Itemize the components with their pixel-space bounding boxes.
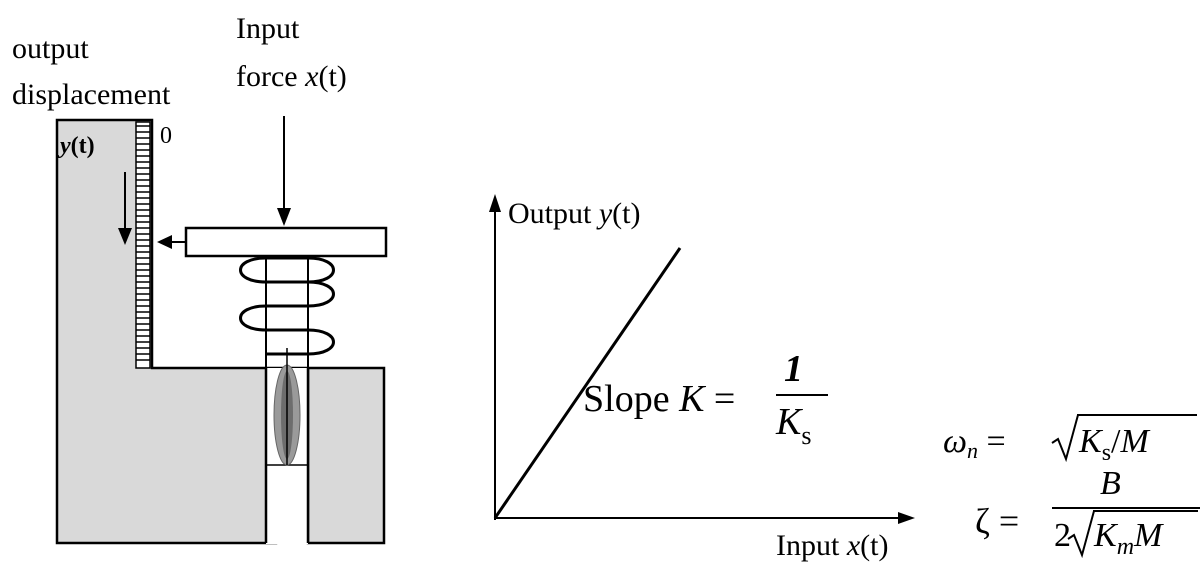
linear-response-graph (489, 194, 915, 524)
spring-icon (239, 256, 335, 368)
output-label-line1: output (12, 32, 89, 65)
output-displacement-arrow (118, 228, 132, 245)
slope-fraction-bar (776, 394, 828, 396)
omega-formula-lhs: ωn = (943, 423, 1006, 463)
zeta-sqrt-bar (1093, 510, 1198, 512)
damper-icon (273, 348, 301, 466)
input-label-line2: force x(t) (236, 60, 347, 93)
pointer-arrow (157, 235, 172, 249)
yt-label: y(t) (60, 133, 95, 159)
zeta-denominator: KmM (1094, 517, 1163, 560)
zeta-two: 2 (1054, 517, 1071, 554)
scale-ticks (136, 125, 150, 361)
graph-x-label: Input x(t) (776, 529, 889, 562)
input-label-line1: Input (236, 12, 300, 45)
spring-mass-figure (55, 116, 388, 545)
scale-bar (135, 121, 151, 369)
slope-label: Slope K = (583, 378, 736, 420)
zeta-numerator: B (1100, 465, 1121, 502)
slope-numerator: 1 (784, 348, 803, 390)
response-line (493, 247, 682, 519)
input-force-arrow (277, 208, 291, 226)
omega-sqrt-bar (1077, 414, 1197, 416)
zero-label: 0 (160, 123, 172, 149)
graph-y-label: Output y(t) (508, 197, 641, 230)
zeta-fraction-bar (1052, 507, 1200, 509)
output-label-line2: displacement (12, 78, 171, 111)
zeta-sqrt-sign (1067, 510, 1095, 559)
frame-body (55, 118, 386, 545)
omega-sqrt-sign (1051, 414, 1079, 463)
omega-formula-rhs: Ks/M (1079, 423, 1149, 466)
slope-denominator: Ks (776, 401, 812, 450)
zeta-formula-lhs: ζ = (975, 501, 1020, 541)
mass-plate (184, 226, 388, 258)
